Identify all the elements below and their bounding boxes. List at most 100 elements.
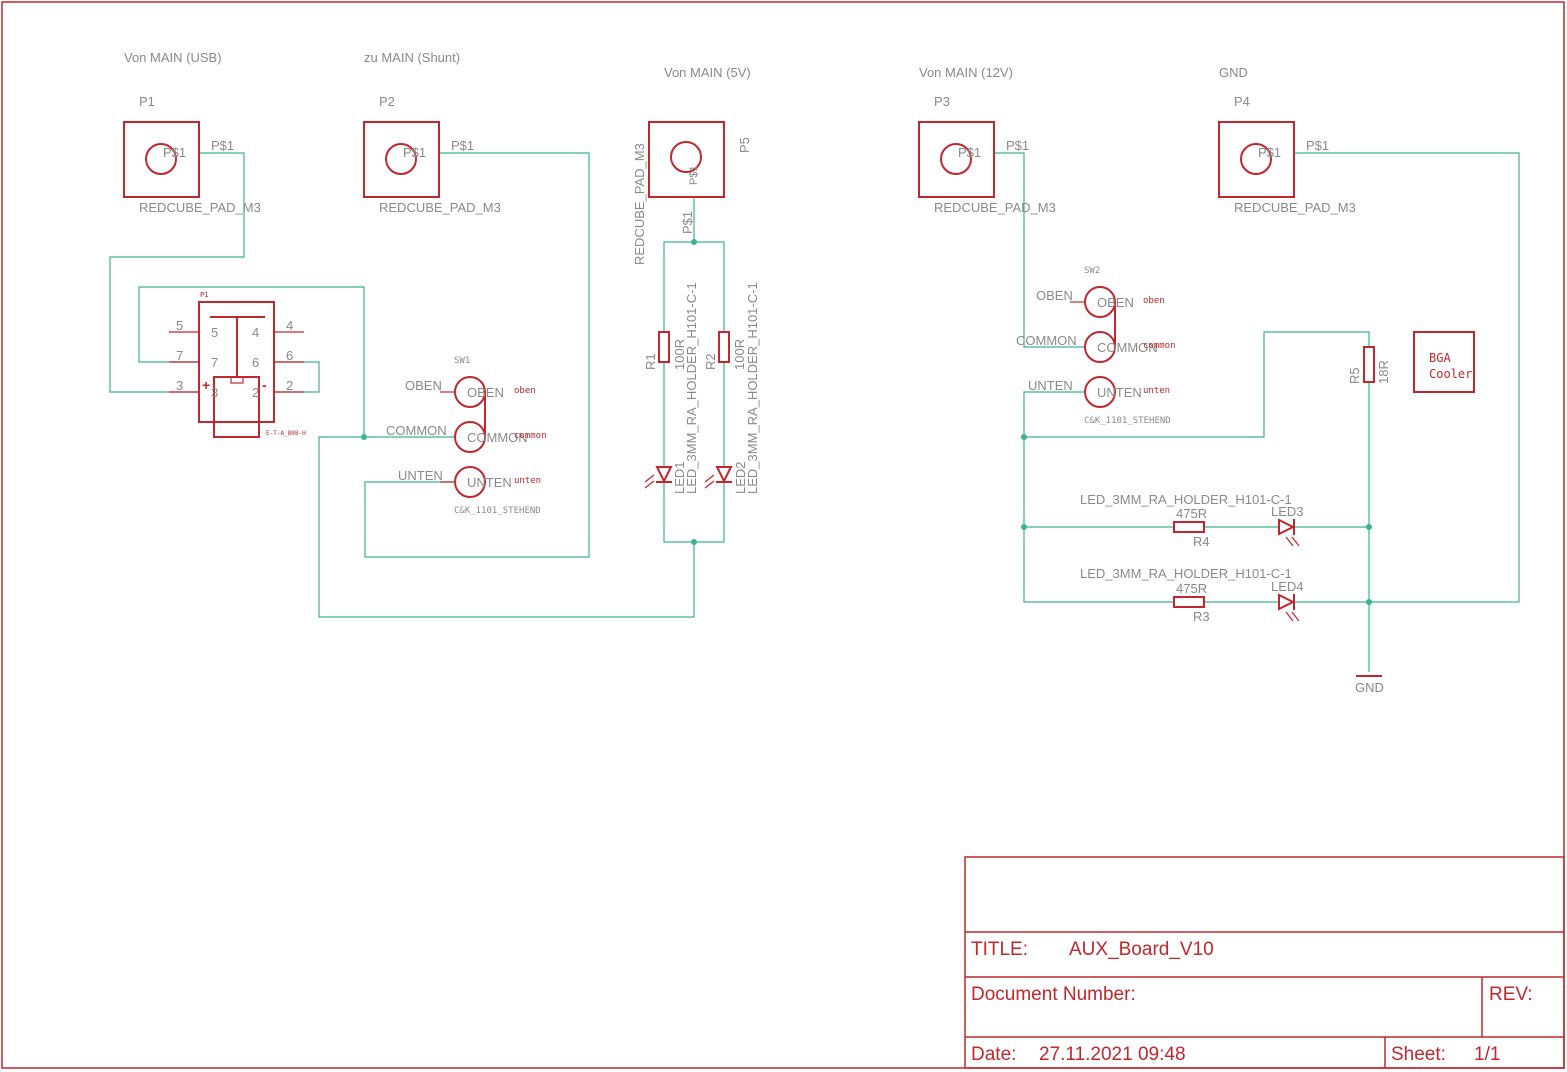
resistor-r4[interactable]: 475R R4	[1173, 506, 1210, 549]
sw2-name: SW2	[1084, 266, 1100, 276]
pad-p4-pin: P$1	[1306, 138, 1329, 153]
sw2-inner-oben: OBEN	[1097, 295, 1134, 310]
junction-dot	[1366, 524, 1372, 530]
junction-dot	[361, 434, 367, 440]
led4-name: LED4	[1271, 579, 1304, 594]
usb-breaker[interactable]: P1 5 5 4 4 7 7 6 6 3 3 2 2 + - E-T-A_808…	[169, 291, 306, 438]
pad-p5-value: REDCUBE_PAD_M3	[632, 143, 647, 265]
breaker-pin-6-inner: 6	[252, 355, 259, 370]
resistor-body	[718, 331, 730, 363]
led3-name: LED3	[1271, 504, 1304, 519]
led-emission-icon	[644, 474, 655, 489]
sw1-note-unten: unten	[514, 476, 541, 486]
sw1-pin-oben: OBEN	[405, 378, 442, 393]
switch-contact	[1084, 376, 1116, 408]
cooler-box	[1413, 331, 1475, 393]
date-label: Date:	[971, 1044, 1016, 1065]
sw2-value: C&K_1101_STEHEND	[1084, 416, 1171, 426]
r3-value: 475R	[1176, 581, 1207, 596]
breaker-latch	[230, 376, 244, 384]
r4-name: R4	[1193, 534, 1210, 549]
led-value-row-3: LED_3MM_RA_HOLDER_H101-C-1	[1080, 492, 1292, 507]
usb-breaker-value: E-T-A_808-H	[266, 430, 306, 437]
led-emission-icon	[1285, 611, 1300, 622]
breaker-pin-2: 2	[286, 378, 293, 393]
pad-p2[interactable]: zu MAIN (Shunt) P2 P$1 P$1 REDCUBE_PAD_M…	[363, 50, 501, 215]
pad-p5[interactable]: Von MAIN (5V) P5 P$1 P$1 REDCUBE_PAD_M3	[632, 65, 752, 265]
led-value-row-4: LED_3MM_RA_HOLDER_H101-C-1	[1080, 566, 1292, 581]
net-p1-usb	[109, 152, 245, 393]
pad-p1-name: P1	[139, 94, 155, 109]
sw2-note-oben: oben	[1143, 296, 1165, 306]
breaker-pin-3-inner: 3	[211, 385, 218, 400]
r2-name: R2	[703, 353, 718, 370]
sw1-note-oben: oben	[514, 386, 536, 396]
led2-value: LED_3MM_RA_HOLDER_H101-C-1	[745, 282, 760, 494]
pad-p2-pin-inner: P$1	[403, 145, 426, 160]
title-value: AUX_Board_V10	[1069, 939, 1214, 960]
sw1-pin-unten: UNTEN	[398, 468, 443, 483]
breaker-pin-5-inner: 5	[211, 325, 218, 340]
title-label: TITLE:	[971, 939, 1028, 960]
nets	[109, 152, 1520, 672]
resistor-body	[1173, 596, 1205, 608]
led-led1[interactable]: LED1 LED_3MM_RA_HOLDER_H101-C-1	[644, 282, 699, 494]
breaker-plus: +	[202, 377, 210, 393]
led-led3[interactable]: LED3	[1271, 504, 1304, 547]
rev-label: REV:	[1489, 984, 1533, 1005]
pad-p4-name: P4	[1234, 94, 1250, 109]
resistor-body	[658, 331, 670, 363]
sw1-name: SW1	[454, 356, 470, 366]
led-led4[interactable]: LED4	[1271, 579, 1304, 622]
sheet-value: 1/1	[1474, 1044, 1500, 1065]
switch-sw1[interactable]: SW1 OBEN COMMON UNTEN OBEN COMMON UNTEN …	[386, 356, 547, 516]
resistor-r2[interactable]: R2 100R	[703, 331, 747, 370]
led1-value: LED_3MM_RA_HOLDER_H101-C-1	[684, 282, 699, 494]
led-triangle	[715, 466, 733, 484]
pad-p1-pin: P$1	[211, 138, 234, 153]
resistor-r3[interactable]: 475R R3	[1173, 581, 1210, 624]
pad-square	[1218, 121, 1295, 198]
net-sw2-unten	[1023, 391, 1174, 603]
junctions	[361, 239, 1372, 605]
pad-p5-pin-inner: P$1	[688, 165, 700, 185]
resistor-body	[1363, 346, 1375, 383]
net-breaker-pin6	[274, 361, 320, 393]
pad-p3-value: REDCUBE_PAD_M3	[934, 200, 1056, 215]
pad-p1-value: REDCUBE_PAD_M3	[139, 200, 261, 215]
resistor-r1[interactable]: R1 100R	[643, 331, 687, 370]
pad-hole	[940, 143, 972, 175]
switch-sw2[interactable]: SW2 OBEN COMMON UNTEN OBEN COMMON UNTEN …	[1016, 266, 1176, 426]
led4-value: LED_3MM_RA_HOLDER_H101-C-1	[1080, 566, 1292, 581]
pad-p3-pin: P$1	[1006, 138, 1029, 153]
sw1-inner-unten: UNTEN	[467, 475, 512, 490]
pad-p2-name: P2	[379, 94, 395, 109]
led-led2[interactable]: LED2 LED_3MM_RA_HOLDER_H101-C-1	[704, 282, 760, 494]
sw2-inner-common: COMMON	[1097, 340, 1158, 355]
resistor-body	[1173, 521, 1205, 533]
breaker-pin-2-inner: 2	[252, 385, 259, 400]
junction-dot	[1021, 524, 1027, 530]
pad-p4[interactable]: GND P4 P$1 P$1 REDCUBE_PAD_M3	[1218, 65, 1356, 215]
pad-p4-pin-inner: P$1	[1258, 145, 1281, 160]
title-block-frame	[964, 856, 1565, 1069]
net-common-to-5v	[318, 436, 695, 618]
led-triangle	[1278, 518, 1296, 536]
pad-p4-caption: GND	[1219, 65, 1248, 80]
pad-square	[123, 121, 200, 198]
led-emission-icon	[1285, 536, 1300, 547]
pad-p3[interactable]: Von MAIN (12V) P3 P$1 P$1 REDCUBE_PAD_M3	[918, 65, 1056, 215]
led3-value: LED_3MM_RA_HOLDER_H101-C-1	[1080, 492, 1292, 507]
breaker-minus: -	[262, 377, 267, 393]
pad-p2-value: REDCUBE_PAD_M3	[379, 200, 501, 215]
r4-value: 475R	[1176, 506, 1207, 521]
bga-cooler[interactable]: BGA Cooler	[1413, 331, 1475, 393]
pad-p1[interactable]: Von MAIN (USB) P1 P$1 P$1 REDCUBE_PAD_M3	[123, 50, 261, 215]
resistor-r5[interactable]: R5 18R	[1347, 346, 1391, 384]
led-emission-icon	[704, 474, 715, 489]
net-p3-sw2	[994, 152, 1085, 348]
pad-hole	[385, 143, 417, 175]
breaker-pin-5: 5	[176, 318, 183, 333]
net-gnd-p4	[1294, 152, 1520, 603]
title-block: TITLE: AUX_Board_V10 Document Number: RE…	[964, 856, 1565, 1069]
